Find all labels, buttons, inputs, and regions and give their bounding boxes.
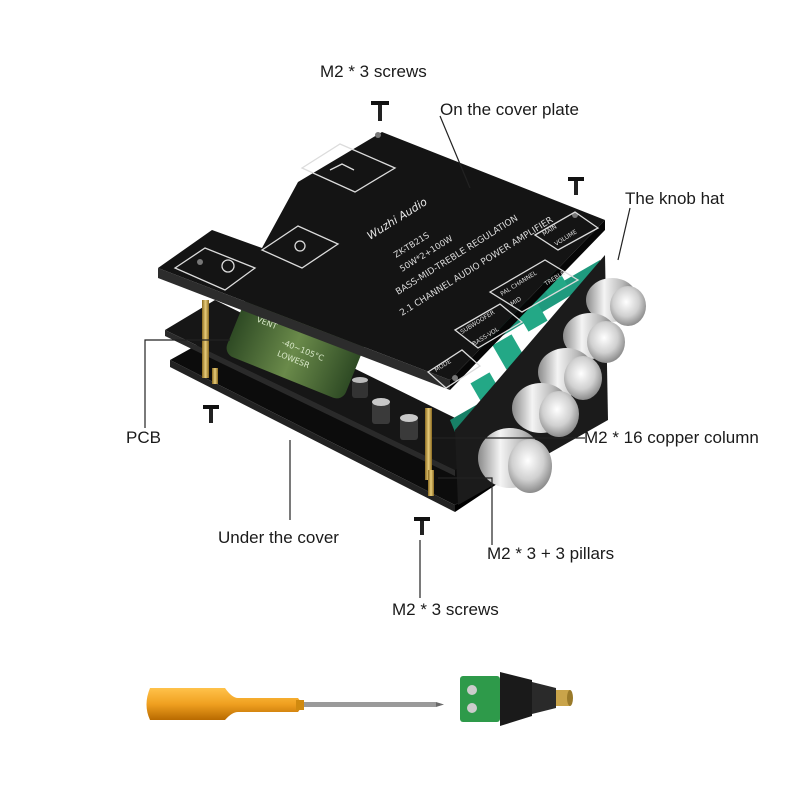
label-cover-plate: On the cover plate: [440, 100, 579, 119]
label-knob-hat: The knob hat: [625, 189, 725, 208]
label-copper-column: M2 * 16 copper column: [584, 428, 759, 447]
knob-icon: [512, 383, 579, 437]
screw-icon: [371, 101, 389, 121]
screw-icon: [568, 177, 584, 195]
knob-icon: [478, 428, 552, 493]
knob-icon: [538, 348, 602, 400]
label-pillars: M2 * 3 + 3 pillars: [487, 544, 615, 563]
screwdriver-icon: [146, 688, 444, 720]
screw-icon: [414, 517, 430, 535]
label-pcb: PCB: [126, 428, 161, 447]
label-bottom-screws: M2 * 3 screws: [392, 600, 499, 619]
copper-columns: [202, 300, 434, 496]
small-capacitors: [352, 377, 418, 440]
knob-hats: [478, 278, 646, 493]
dc-connector-icon: [460, 672, 573, 726]
leader-lines: [144, 115, 631, 598]
top-cover-plate: Wuzhi Audio ZK-TB21S 50W*2+100W BASS-MID…: [158, 132, 605, 390]
electrolytic-capacitor: VENT -40~105°C LOWESR: [226, 291, 366, 399]
pcb-board: VENT -40~105°C LOWESR: [165, 255, 608, 505]
cover-icon-panels: [173, 143, 600, 389]
knob-icon: [586, 278, 646, 326]
knob-icon: [563, 313, 625, 363]
label-under-cover: Under the cover: [218, 528, 339, 547]
screw-icon: [203, 405, 219, 423]
label-top-screws: M2 * 3 screws: [320, 62, 427, 81]
